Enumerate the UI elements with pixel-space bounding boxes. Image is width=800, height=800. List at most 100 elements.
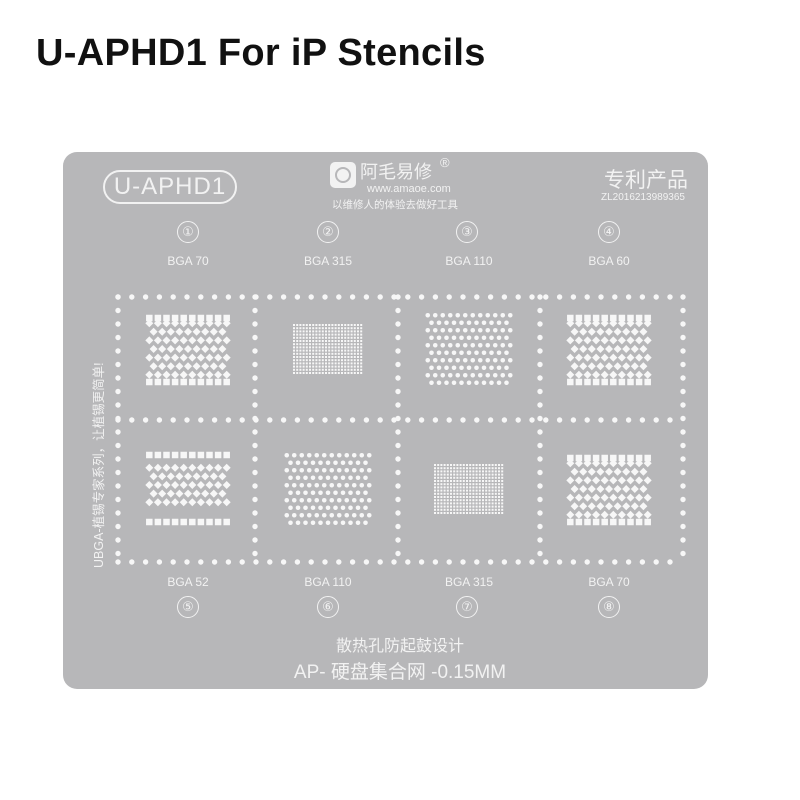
solder-pad [201, 327, 210, 336]
solder-pad [635, 476, 644, 485]
solder-pad [494, 464, 497, 466]
solder-pad [145, 370, 154, 379]
solder-pad [478, 508, 481, 511]
vent-hole [252, 307, 258, 314]
solder-pad [321, 330, 324, 333]
vent-hole [537, 375, 543, 381]
solder-pad [299, 452, 305, 458]
solder-pad [305, 359, 308, 362]
vent-hole [460, 417, 466, 423]
solder-pad [456, 473, 459, 476]
vent-hole [395, 510, 401, 516]
cell-number-2: ② [317, 221, 339, 243]
solder-pad [153, 463, 162, 472]
solder-pad [321, 333, 324, 336]
solder-pad [456, 502, 459, 505]
solder-pad [347, 368, 350, 371]
solder-pad [574, 370, 583, 379]
solder-pad [466, 508, 468, 511]
solder-pad [447, 312, 453, 318]
solder-pad [315, 327, 318, 330]
solder-pad [489, 365, 494, 371]
solder-pad [196, 336, 205, 345]
solder-pad [337, 343, 340, 346]
brand-slogan: 以维修人的体验去做好工具 [332, 199, 458, 211]
solder-pad [302, 368, 305, 371]
solder-pad [470, 357, 476, 363]
bga-label-5: BGA 52 [167, 575, 209, 589]
solder-pad [434, 473, 436, 476]
solder-pad [318, 333, 321, 336]
solder-pad [570, 485, 579, 493]
solder-pad [446, 502, 449, 505]
solder-pad [315, 349, 318, 352]
solder-pad [488, 499, 491, 502]
solder-pad [353, 359, 356, 362]
solder-pad [574, 493, 583, 502]
solder-pad [496, 350, 502, 356]
vent-hole [680, 537, 686, 543]
solder-pad [344, 512, 350, 518]
solder-pad [474, 335, 479, 341]
solder-pad [305, 340, 308, 342]
solder-pad [331, 368, 334, 371]
solder-pad [325, 505, 331, 511]
solder-pad [328, 359, 331, 362]
vent-hole [584, 417, 590, 423]
solder-pad [462, 512, 465, 514]
solder-pad [331, 336, 334, 339]
bga-label-8: BGA 70 [588, 575, 630, 589]
solder-pad [334, 333, 337, 336]
solder-pad [315, 368, 318, 371]
vent-hole [322, 417, 328, 423]
vent-hole [377, 294, 383, 300]
solder-pad [299, 352, 302, 355]
solder-pad [444, 350, 449, 356]
solder-pad [472, 489, 475, 492]
vent-hole [294, 417, 301, 423]
footer-spec-text: AP- 硬盘集合网 -0.15MM [293, 662, 507, 683]
solder-pad [331, 359, 334, 362]
solder-pad [153, 319, 162, 328]
solder-pad [446, 499, 449, 502]
solder-pad [466, 505, 468, 508]
solder-pad [501, 508, 504, 511]
solder-pad [447, 342, 453, 348]
vent-hole [680, 388, 686, 395]
solder-pad [299, 365, 302, 368]
solder-pad [440, 470, 443, 473]
vent-hole [395, 496, 401, 503]
solder-pad [299, 343, 302, 346]
vent-hole [252, 294, 258, 300]
solder-pad [179, 370, 188, 379]
solder-pad [350, 333, 353, 336]
solder-pad [325, 340, 327, 342]
solder-pad [643, 336, 652, 345]
solder-pad [462, 486, 465, 489]
vent-hole [515, 559, 521, 565]
solder-pad [440, 505, 443, 508]
solder-pad [179, 481, 188, 489]
bga-label-1: BGA 70 [167, 254, 209, 268]
solder-pad [579, 345, 588, 353]
vent-hole [252, 442, 258, 449]
solder-pad [299, 327, 302, 330]
solder-pad [315, 330, 318, 333]
solder-pad [302, 372, 305, 374]
solder-pad [440, 512, 443, 514]
solder-pad [293, 368, 295, 371]
solder-pad [350, 343, 353, 346]
solder-pad [353, 340, 356, 342]
solder-pad [344, 452, 350, 458]
solder-pad [325, 460, 331, 466]
solder-pad [197, 314, 205, 322]
solder-pad [504, 335, 509, 341]
solder-pad [570, 345, 579, 353]
solder-pad [485, 464, 488, 466]
solder-pad [618, 518, 626, 526]
vent-hole [537, 415, 543, 422]
solder-pad [592, 454, 600, 462]
solder-pad [357, 352, 359, 355]
solder-pad [485, 372, 491, 378]
solder-pad [491, 496, 494, 498]
